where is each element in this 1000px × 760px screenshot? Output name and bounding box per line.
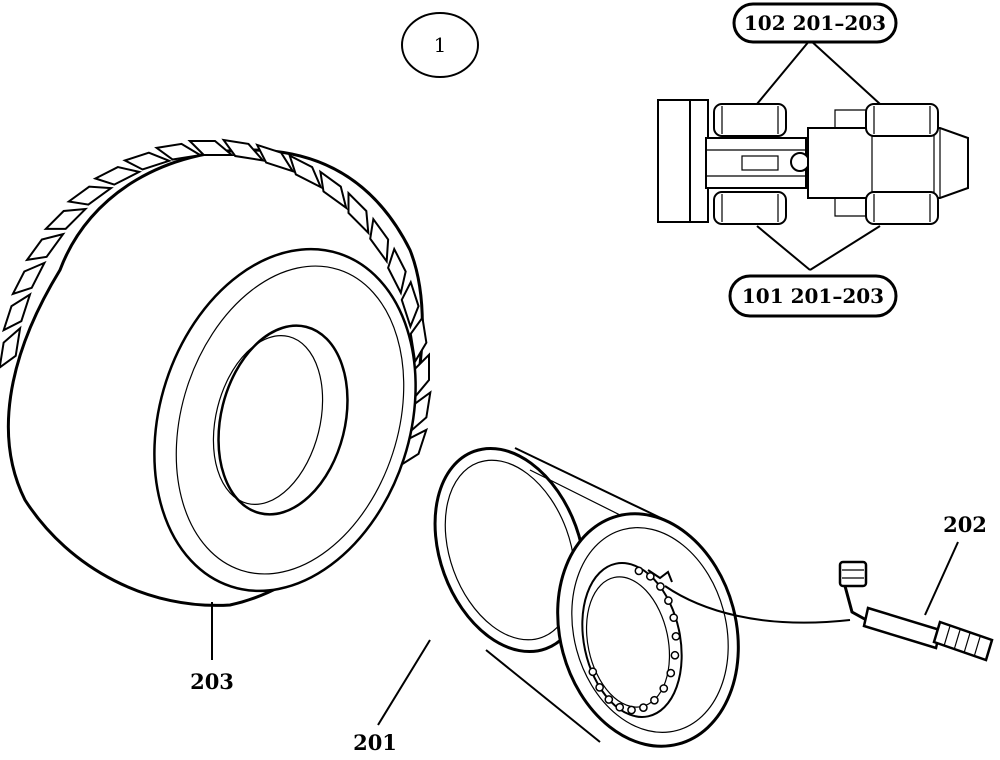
tread-lug [187,140,235,156]
bolt-hole [615,702,625,712]
bolt-hole [639,703,648,712]
tread-lug [92,165,143,186]
tread-lug [387,246,407,296]
tread-lug [122,151,173,171]
bolt-hole [664,596,673,606]
valve-part-number: 202 [943,512,987,537]
rim-illustration [377,446,740,748]
bolt-hole [669,613,679,623]
front-axle-callout-text: 102 201–203 [744,11,886,35]
tire-part-number: 203 [190,669,234,694]
tread-lug [347,190,370,236]
tire-illustration [0,138,432,660]
bolt-hole [588,667,598,677]
bolt-hole [604,695,614,704]
bolt-hole [670,650,680,660]
tread-lug [400,279,420,330]
bolt-hole [659,684,669,693]
bolt-hole [634,566,644,576]
tread-lug [24,232,66,262]
bolt-hole [650,695,659,705]
vehicle-top-view [657,39,969,271]
tread-lug [154,142,204,161]
tread-lug [409,315,428,365]
sheet-number-badge: 1 [401,12,479,78]
tread-lug [43,207,89,230]
tread-lug [288,153,323,190]
tread-lug [0,325,22,369]
bolt-hole [671,631,681,641]
rim-part-number: 201 [353,730,397,755]
tread-lug [66,185,114,206]
tread-lug [255,143,296,174]
bolt-hole [645,572,655,581]
rear-axle-callout-text: 101 201–203 [742,284,884,308]
tread-lug [369,216,390,265]
sheet-number: 1 [434,33,447,57]
rear-axle-callout: 101 201–203 [728,274,898,318]
tread-lug [319,169,348,211]
bolt-hole [666,668,676,678]
bolt-hole [656,582,665,591]
valve-illustration [664,541,994,662]
tread-lug [10,260,47,296]
bolt-hole [595,683,604,692]
tread-lug [221,138,266,162]
bolt-hole [627,705,636,715]
front-axle-callout: 102 201–203 [732,2,898,44]
tread-lug [1,292,32,333]
